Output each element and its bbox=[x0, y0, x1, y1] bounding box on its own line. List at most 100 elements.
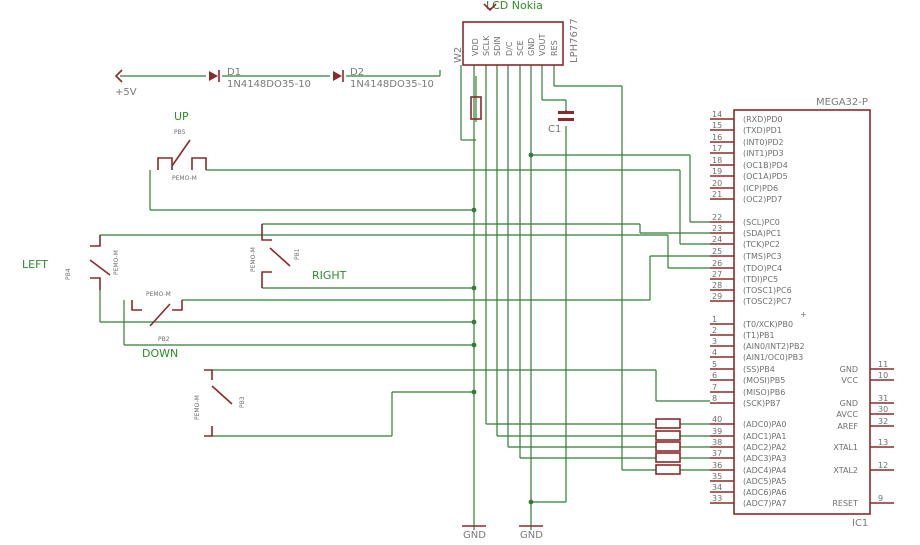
mcu-pin-number: 30 bbox=[878, 405, 888, 414]
mcu-pin-number: 11 bbox=[878, 360, 888, 369]
mcu-pin-label: (TXD)PD1 bbox=[743, 126, 782, 135]
diode-d1: D1 1N4148DO35-10 bbox=[209, 67, 311, 90]
lcd-pin: SCLK bbox=[482, 35, 491, 56]
mcu-origin-mark: + bbox=[800, 310, 807, 319]
mcu-pin-number: 8 bbox=[712, 394, 717, 403]
mcu-pin-label: (AIN0/INT2)PB2 bbox=[743, 342, 805, 351]
mcu-pin-number: 26 bbox=[712, 259, 722, 268]
mcu-title: MEGA32-P bbox=[816, 97, 868, 108]
mcu-pin-number: 27 bbox=[712, 270, 722, 279]
mcu-pin-label: (ADC6)PA6 bbox=[743, 488, 786, 497]
mcu-pin-number: 22 bbox=[712, 213, 722, 222]
mcu-pin-label: (RXD)PD0 bbox=[743, 115, 783, 124]
mcu-pin-number: 34 bbox=[712, 483, 722, 492]
mcu-pin-number: 7 bbox=[712, 383, 717, 392]
mcu-pin-number: 2 bbox=[712, 326, 717, 335]
mcu-pin-number: 16 bbox=[712, 133, 722, 142]
capacitor-name: C1 bbox=[548, 124, 561, 135]
junctions bbox=[471, 152, 534, 505]
button-right-type: PEMO-M bbox=[250, 247, 257, 272]
mcu-pin-label: GND bbox=[840, 399, 858, 408]
mcu-pin-number: 37 bbox=[712, 449, 722, 458]
button-down-caption: DOWN bbox=[142, 347, 178, 360]
mcu-name: IC1 bbox=[852, 518, 868, 529]
mcu-pin-label: (AIN1/OC0)PB3 bbox=[743, 353, 803, 362]
mcu-pin-label: (TCK)PC2 bbox=[743, 240, 780, 249]
mcu-pin-label: (ADC2)PA2 bbox=[743, 443, 786, 452]
mcu-pin-label: (TOSC1)PC6 bbox=[743, 286, 792, 295]
mcu-pin-number: 33 bbox=[712, 494, 722, 503]
mcu-pin-number: 39 bbox=[712, 427, 722, 436]
lcd-pin: SDIN bbox=[493, 36, 502, 56]
mcu-pin-number: 12 bbox=[878, 461, 888, 470]
mcu-pin-number: 20 bbox=[712, 179, 722, 188]
mcu-pin-label: XTAL1 bbox=[833, 443, 858, 452]
mcu-pin-label: (SCL)PC0 bbox=[743, 218, 780, 227]
mcu-pin-label: AVCC bbox=[836, 410, 858, 419]
button-right-name: PB1 bbox=[294, 248, 301, 260]
button-pb3-type: PEMO-M bbox=[194, 395, 201, 420]
button-up-type: PEMO-M bbox=[172, 175, 197, 182]
mcu-pin-label: (ADC1)PA1 bbox=[743, 432, 786, 441]
mcu-pin-number: 38 bbox=[712, 438, 722, 447]
mcu-pin-label: (SCK)PB7 bbox=[743, 399, 781, 408]
mcu-pin-label: (ADC0)PA0 bbox=[743, 420, 786, 429]
gnd-symbol-1: GND bbox=[462, 525, 486, 541]
lcd-pin: GND bbox=[527, 38, 536, 56]
diode-d2: D2 1N4148DO35-10 bbox=[333, 67, 434, 90]
mcu-pin-number: 15 bbox=[712, 121, 722, 130]
button-up-name: PB5 bbox=[174, 129, 186, 136]
mcu-pin-label: (OC1B)PD4 bbox=[743, 161, 788, 170]
button-right: RIGHT PB1 PEMO-M bbox=[250, 224, 347, 288]
button-left-name: PB4 bbox=[65, 268, 72, 280]
button-pb3: PB3 PEMO-M bbox=[194, 369, 246, 437]
button-up: UP PB5 PEMO-M bbox=[157, 110, 207, 182]
mcu-pin-label: (OC1A)PD5 bbox=[743, 172, 788, 181]
diode-d1-value: 1N4148DO35-10 bbox=[227, 79, 311, 90]
button-down-type: PEMO-M bbox=[146, 291, 171, 298]
lcd-pin: VDD bbox=[471, 38, 480, 56]
button-left-caption: LEFT bbox=[22, 258, 48, 271]
gnd-symbol-2: GND bbox=[519, 525, 543, 541]
mcu-pin-number: 40 bbox=[712, 415, 722, 424]
mcu-pin-number: 3 bbox=[712, 337, 717, 346]
mcu-left-pins: 14(RXD)PD015(TXD)PD116(INT0)PD217(INT1)P… bbox=[710, 110, 805, 508]
lcd-title: LCD Nokia bbox=[486, 0, 543, 12]
diode-d1-name: D1 bbox=[227, 67, 241, 78]
button-up-caption: UP bbox=[174, 110, 189, 123]
mcu-pin-label: XTAL2 bbox=[833, 466, 858, 475]
mcu-pin-label: (ICP)PD6 bbox=[743, 184, 778, 193]
mcu-pin-label: (MISO)PB6 bbox=[743, 388, 785, 397]
mcu-pin-number: 4 bbox=[712, 348, 717, 357]
mcu-pin-label: (TDO)PC4 bbox=[743, 264, 782, 273]
mcu-pin-number: 17 bbox=[712, 144, 722, 153]
mcu-pin-label: GND bbox=[840, 365, 858, 374]
mcu-pin-number: 10 bbox=[878, 371, 888, 380]
mcu-pin-label: (OC2)PD7 bbox=[743, 195, 782, 204]
power-symbol: +5V bbox=[114, 69, 137, 98]
mcu-pin-number: 36 bbox=[712, 461, 722, 470]
button-down-name: PB2 bbox=[158, 336, 170, 343]
capacitor-c1: C1 bbox=[548, 110, 574, 135]
mcu-pin-label: (TMS)PC3 bbox=[743, 252, 782, 261]
button-pb3-name: PB3 bbox=[239, 396, 246, 408]
mcu-pin-number: 19 bbox=[712, 167, 722, 176]
mcu-pin-number: 25 bbox=[712, 247, 722, 256]
mcu-pin-label: (INT0)PD2 bbox=[743, 138, 784, 147]
button-left: LEFT PB4 PEMO-M bbox=[22, 235, 120, 290]
mcu-ic1: MEGA32-P IC1 + 14(RXD)PD015(TXD)PD116(IN… bbox=[710, 97, 894, 529]
lcd-pin: RES bbox=[550, 40, 559, 56]
mcu-pin-number: 13 bbox=[878, 438, 888, 447]
mcu-pin-label: (T0/XCK)PB0 bbox=[743, 320, 793, 329]
mcu-pin-label: (TDI)PC5 bbox=[743, 275, 778, 284]
diode-d2-name: D2 bbox=[350, 67, 364, 78]
mcu-pin-label: (ADC5)PA5 bbox=[743, 477, 786, 486]
mcu-pin-number: 23 bbox=[712, 224, 722, 233]
mcu-pin-label: (ADC4)PA4 bbox=[743, 466, 786, 475]
lcd-module: LCD Nokia W2 LPH7677 VDD SCLK SDIN D/C S… bbox=[453, 0, 580, 66]
mcu-pin-number: 18 bbox=[712, 156, 722, 165]
mcu-pin-number: 5 bbox=[712, 360, 717, 369]
mcu-pin-label: (SDA)PC1 bbox=[743, 229, 781, 238]
